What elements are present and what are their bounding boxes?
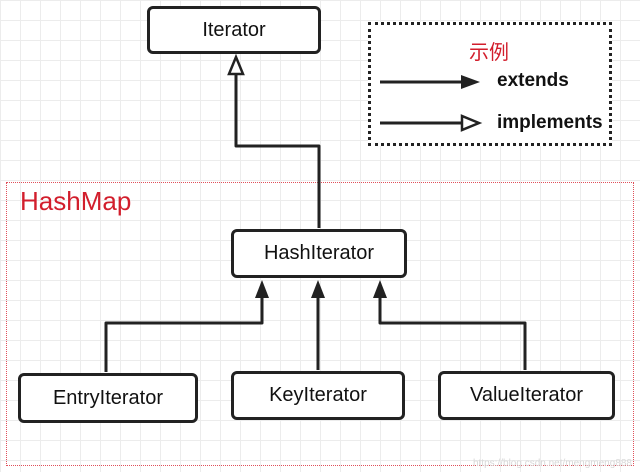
implements-arrow-hashiterator-iterator xyxy=(234,72,321,228)
keyiterator-node: KeyIterator xyxy=(231,371,405,420)
legend-implements-label: implements xyxy=(497,112,603,133)
solid-arrowhead-icon xyxy=(311,280,325,298)
legend-arrows xyxy=(380,75,483,132)
extends-arrow-entryiterator xyxy=(104,296,264,372)
legend-title: 示例 xyxy=(469,42,509,64)
hashiterator-node: HashIterator xyxy=(231,229,407,278)
hollow-arrowhead-icon xyxy=(227,53,245,76)
legend-box: 示例 extends implements xyxy=(368,22,612,146)
solid-arrowhead-icon xyxy=(255,280,269,298)
entryiterator-node: EntryIterator xyxy=(18,373,198,423)
iterator-node: Iterator xyxy=(147,6,321,54)
hashmap-region-title: HashMap xyxy=(20,186,132,216)
legend-solid-arrowhead-icon xyxy=(461,75,480,89)
legend-extends-label: extends xyxy=(497,70,569,91)
watermark-text: https://blog.csdn.net/mengmeng888 xyxy=(473,458,632,469)
solid-arrowhead-icon xyxy=(373,280,387,298)
extends-arrow-valueiterator xyxy=(378,296,527,370)
valueiterator-node: ValueIterator xyxy=(438,371,615,420)
legend-hollow-arrowhead-icon xyxy=(460,114,483,132)
